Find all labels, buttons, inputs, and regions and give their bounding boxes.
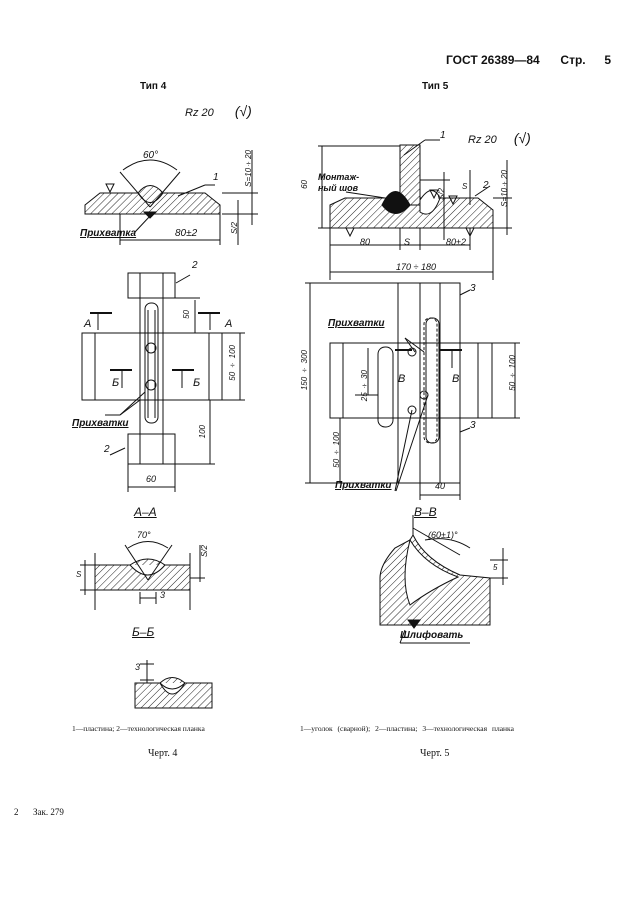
type4-section-a-right: А <box>225 318 233 330</box>
type5-dim-40: 40 <box>435 481 446 491</box>
type5-dim-s-mid: S <box>404 237 411 247</box>
type5-part-3-top: 3 <box>470 283 476 294</box>
type5-dim-150-300: 150 ÷ 300 <box>300 350 309 391</box>
section-vv-angle: (60±1)° <box>428 530 458 540</box>
type4-angle: 60° <box>143 150 159 161</box>
type5-tacks-top: Прихватки <box>328 318 385 329</box>
type5-dim-50-100-right: 50 ÷ 100 <box>508 355 517 391</box>
type5-dim-s: S <box>462 182 468 191</box>
grind-label: Шлифовать <box>400 630 464 641</box>
type5-roughness: Rz 20 (√) <box>468 130 531 146</box>
type5-dim-170: 170 ÷ 180 <box>396 262 436 272</box>
type4-plan-view <box>81 272 245 492</box>
section-aa-title: А–А <box>134 505 157 519</box>
roughness-paren: (√) <box>234 103 252 119</box>
section-aa-3: 3 <box>160 590 166 600</box>
type4-dim-100: 100 <box>198 425 207 439</box>
mount-weld-label: Монтаж- ный шов <box>318 172 359 194</box>
mount-weld-line2: ный шов <box>318 183 359 193</box>
type4-dim-s-half: S/2 <box>230 222 239 235</box>
section-aa-s: S <box>76 570 82 579</box>
type5-dim-60: 60 <box>300 180 309 189</box>
footer-order: Зак. 279 <box>33 807 64 817</box>
section-bb-title: Б–Б <box>132 625 155 639</box>
page-header: ГОСТ 26389—84 Стр. 5 <box>446 53 611 67</box>
type4-label: Тип 4 <box>140 81 167 92</box>
type4-section-a-left: А <box>84 318 92 330</box>
section-bb-3: 3 <box>135 662 141 672</box>
type5-dim-25-30: 25 ÷ 30 <box>360 370 369 402</box>
type5-part-2: 2 <box>483 180 489 191</box>
type4-part-1: 1 <box>213 172 219 183</box>
chert4-label: Черт. 4 <box>148 748 178 759</box>
type4-section-b-right: Б <box>193 377 201 389</box>
footer-page: 2 <box>14 807 19 817</box>
section-aa-s2: S/2 <box>200 545 209 558</box>
type4-cross-section <box>84 150 258 245</box>
type5-dim-80-2: 80±2 <box>446 237 466 247</box>
type5-plan-view <box>305 282 520 500</box>
chert5-label: Черт. 5 <box>420 748 450 759</box>
type4-dim-50-100: 50 ÷ 100 <box>228 345 237 381</box>
section-bb-drawing <box>134 660 213 709</box>
type5-dim-s-range: S=10÷20 <box>500 170 509 207</box>
standard-number: ГОСТ 26389—84 <box>446 53 540 67</box>
section-aa-angle: 70° <box>137 530 151 540</box>
page-number: 5 <box>604 53 612 67</box>
type4-roughness: Rz 20 (√) <box>185 103 252 119</box>
type5-dim-80: 80 <box>360 237 371 247</box>
type5-dim-50-100-left: 50 ÷ 100 <box>332 432 341 468</box>
roughness-paren: (√) <box>513 130 531 146</box>
type5-section-v-right: В <box>452 373 460 385</box>
type4-dim-50: 50 <box>182 310 191 319</box>
section-vv-drawing <box>379 515 508 644</box>
type5-dim-s2: S/2 <box>437 188 446 201</box>
type4-section-b-left: Б <box>112 377 120 389</box>
section-vv-title: В–В <box>414 505 437 519</box>
mount-weld-line1: Монтаж- <box>318 172 360 182</box>
type5-tacks-bottom: Прихватки <box>335 480 392 491</box>
type5-label: Тип 5 <box>422 81 449 92</box>
type4-dim-60: 60 <box>146 474 157 484</box>
type4-part2-top: 2 <box>192 260 198 271</box>
section-aa-drawing <box>80 541 205 610</box>
type4-dim-s: S=10÷20 <box>244 150 253 187</box>
section-vv-5: 5 <box>493 563 498 572</box>
type4-width: 80±2 <box>175 228 198 239</box>
type4-tacks-label: Прихватки <box>72 418 129 429</box>
type4-tack-label: Прихватка <box>80 228 137 239</box>
chert5-caption: 1—уголок (сварной); 2—пластина; 3—технол… <box>300 724 514 733</box>
page-label: Стр. <box>560 53 586 67</box>
type4-part2-bottom: 2 <box>104 444 110 455</box>
type5-cross-section <box>318 139 512 280</box>
type5-part-3-bottom: 3 <box>470 420 476 431</box>
type5-section-v-left: В <box>398 373 406 385</box>
chert4-caption: 1—пластина; 2—технологическая планка <box>72 724 205 733</box>
footer: 2 Зак. 279 <box>14 807 64 817</box>
roughness-value: Rz 20 <box>185 107 214 119</box>
roughness-value: Rz 20 <box>468 134 497 146</box>
type5-part-1: 1 <box>440 130 446 141</box>
